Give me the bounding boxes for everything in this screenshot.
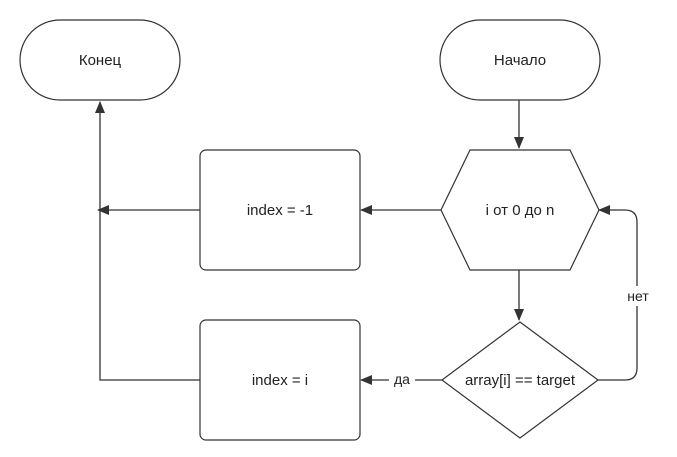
node-start: Начало (439, 19, 601, 101)
start-label: Начало (494, 52, 546, 69)
terminator-start-shape (439, 19, 601, 101)
condition-label: array[i] == target (465, 372, 576, 389)
node-not-found: index = -1 (199, 149, 361, 271)
not-found-label: index = -1 (247, 202, 313, 219)
process-not-found-shape (199, 149, 361, 271)
edge-label-yes: да (394, 371, 410, 387)
end-label: Конец (79, 52, 122, 69)
no-label-bg (622, 286, 654, 306)
found-label: index = i (252, 372, 308, 389)
node-loop: i от 0 до n (440, 149, 600, 271)
node-end: Конец (19, 19, 181, 101)
yes-label-bg (389, 369, 415, 389)
terminator-end-shape (19, 19, 181, 101)
node-condition: array[i] == target (440, 321, 600, 439)
process-found-shape (199, 319, 361, 441)
edge-found-to-end (95, 101, 200, 381)
edge-label-no: нет (627, 288, 649, 304)
node-found: index = i (199, 319, 361, 441)
decision-diamond-shape (440, 321, 600, 439)
loop-hexagon-shape (440, 149, 600, 271)
loop-label: i от 0 до n (486, 202, 555, 219)
